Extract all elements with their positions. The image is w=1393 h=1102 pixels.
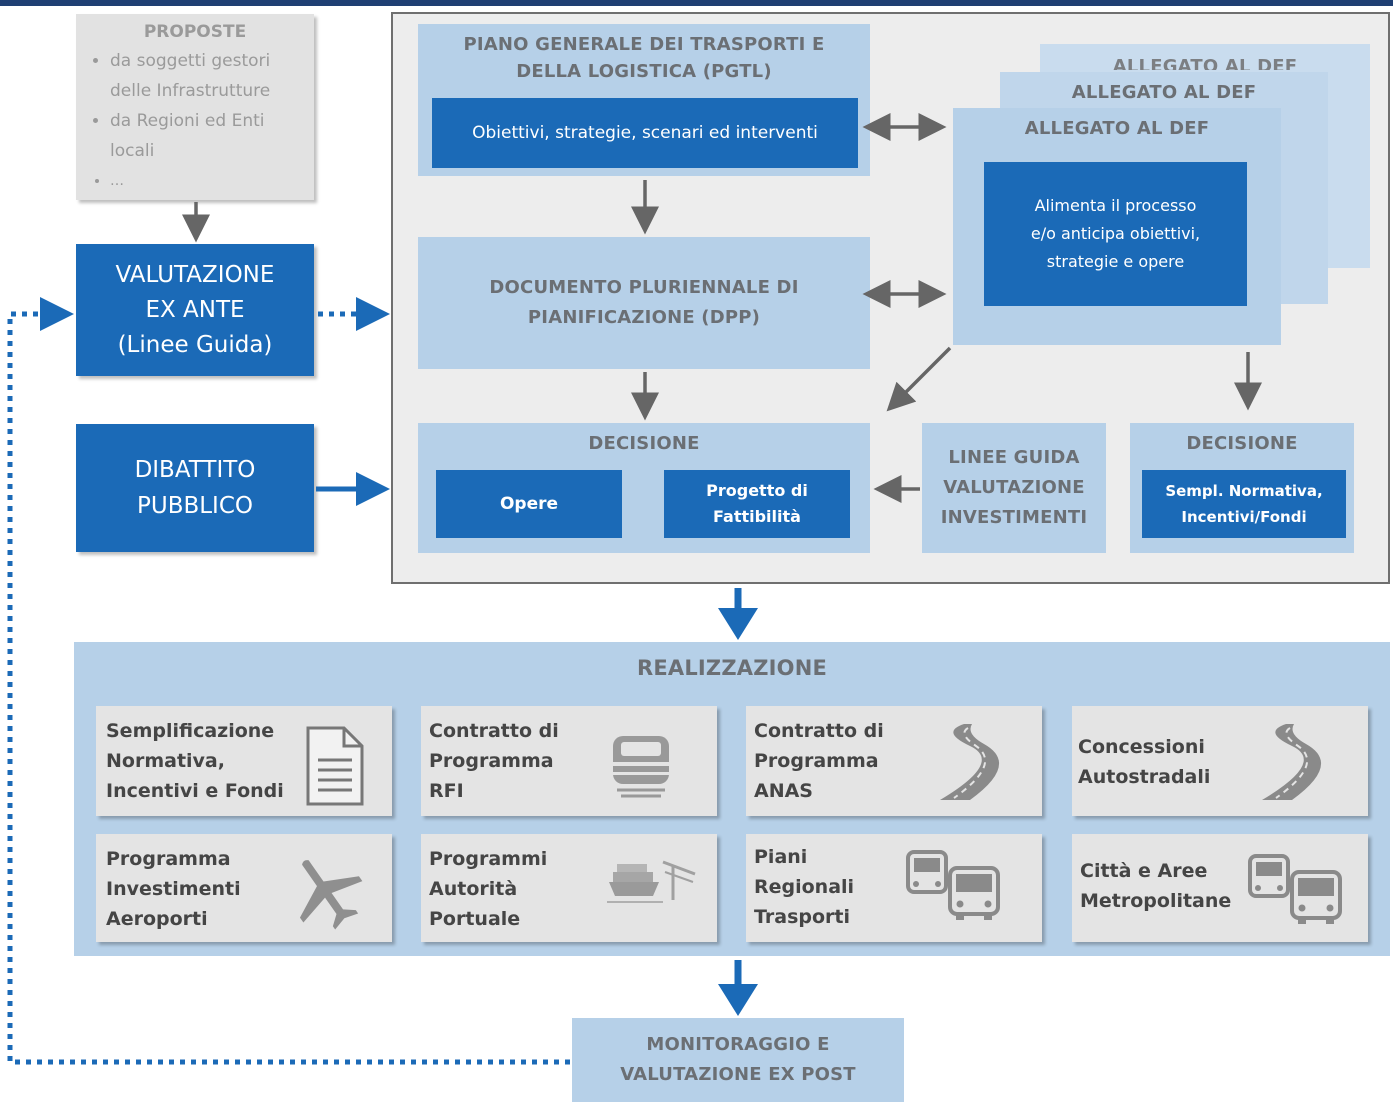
card-concessioni: Concessioni Autostradali [1072, 706, 1368, 816]
monitoraggio-line1: MONITORAGGIO E [646, 1034, 830, 1055]
card-line: Regionali [754, 876, 855, 898]
ship-icon [607, 860, 696, 903]
card-line: Metropolitane [1080, 890, 1232, 912]
opere-text: Opere [499, 494, 559, 514]
linee-guida-line1: LINEE GUIDA [948, 447, 1080, 468]
opere-box: Opere [436, 470, 622, 538]
dpp-line2: PIANIFICAZIONE (DPP) [527, 307, 761, 328]
card-line: Programmi [429, 848, 548, 870]
allegato-inner-line1: Alimenta il processo [1034, 196, 1197, 215]
road-icon [940, 724, 1000, 800]
card-contratto-rfi: Contratto di Programma RFI [421, 706, 717, 816]
card-line: ANAS [754, 780, 813, 802]
arrow-realizzazione-monitoraggio-head [718, 984, 758, 1016]
feedback-loop-head [40, 297, 74, 331]
pgtl-objectives-box: Obiettivi, strategie, scenari ed interve… [432, 98, 858, 168]
arrow-allegato-decisione [886, 346, 952, 412]
linee-guida-box: LINEE GUIDA VALUTAZIONE INVESTIMENTI [922, 423, 1106, 553]
card-line: Aeroporti [106, 908, 208, 930]
card-citta-metropolitane: Città e Aree Metropolitane [1072, 834, 1368, 942]
proposte-item: da Regioni ed Enti locali [110, 106, 314, 166]
arrow-dibattito-head [356, 472, 390, 506]
valutazione-line1: VALUTAZIONE [115, 261, 275, 288]
top-bar [0, 0, 1393, 6]
airplane-icon [299, 860, 363, 930]
card-line: Contratto di [754, 720, 884, 742]
monitoraggio-line2: VALUTAZIONE EX POST [620, 1064, 856, 1085]
card-line: Autorità [429, 878, 518, 900]
card-contratto-anas: Contratto di Programma ANAS [746, 706, 1042, 816]
proposte-title: PROPOSTE [143, 22, 247, 42]
dpp-box: DOCUMENTO PLURIENNALE DI PIANIFICAZIONE … [418, 237, 870, 369]
progetto-line2: Fattibilità [713, 507, 801, 526]
pgtl-objectives-text: Obiettivi, strategie, scenari ed interve… [472, 123, 818, 143]
card-line: RFI [429, 780, 464, 802]
allegato-inner-line2: e/o anticipa obiettivi, [1030, 224, 1201, 243]
card-line: Città e Aree [1080, 860, 1208, 882]
proposte-item: da soggetti gestori delle Infrastrutture [110, 46, 314, 106]
card-aeroporti: Programma Investimenti Aeroporti [96, 834, 392, 942]
dpp-line1: DOCUMENTO PLURIENNALE DI [489, 277, 799, 298]
proposte-box: PROPOSTE da soggetti gestori delle Infra… [76, 14, 314, 200]
card-line: Piani [754, 846, 808, 868]
card-line: Semplificazione [106, 720, 275, 742]
dotted-valutazione-head [356, 297, 390, 331]
valutazione-line3: (Linee Guida) [117, 331, 273, 358]
monitoraggio-box: MONITORAGGIO E VALUTAZIONE EX POST [572, 1018, 904, 1102]
dibattito-pubblico-box: DIBATTITO PUBBLICO [76, 424, 314, 552]
allegato-front-title: ALLEGATO AL DEF [1024, 118, 1210, 139]
realizzazione-title: REALIZZAZIONE [636, 656, 828, 680]
card-line: Trasporti [754, 906, 850, 928]
card-line: Normativa, [106, 750, 225, 772]
card-line: Contratto di [429, 720, 559, 742]
bus-icon [906, 850, 1000, 920]
sempl-normativa-box: Sempl. Normativa, Incentivi/Fondi [1142, 470, 1346, 538]
progetto-fattibilita-box: Progetto di Fattibilità [664, 470, 850, 538]
card-line: Concessioni [1078, 736, 1205, 758]
card-line: Autostradali [1078, 766, 1211, 788]
sempl-line2: Incentivi/Fondi [1181, 508, 1307, 526]
allegato-inner-box: Alimenta il processo e/o anticipa obiett… [984, 162, 1247, 306]
card-autorita-portuale: Programmi Autorità Portuale [421, 834, 717, 942]
feedback-dotted-loop [7, 311, 570, 1065]
allegato-mid-title: ALLEGATO AL DEF [1071, 82, 1257, 103]
allegato-back-title: ALLEGATO AL DEF [1112, 56, 1298, 70]
document-icon [306, 726, 364, 806]
card-piani-regionali: Piani Regionali Trasporti [746, 834, 1042, 942]
proposte-item: … [110, 166, 314, 196]
dibattito-line2: PUBBLICO [136, 493, 254, 519]
progetto-line1: Progetto di [706, 481, 808, 500]
valutazione-line2: EX ANTE [145, 296, 245, 323]
allegato-inner-line3: strategie e opere [1046, 252, 1185, 271]
decisione-title: DECISIONE [588, 433, 700, 454]
train-icon [613, 736, 669, 798]
linee-guida-line3: INVESTIMENTI [940, 507, 1088, 528]
card-line: Portuale [429, 908, 521, 930]
bus-icon [1248, 854, 1342, 924]
card-semplificazione: Semplificazione Normativa, Incentivi e F… [96, 706, 392, 816]
pgtl-title-line2: DELLA LOGISTICA (PGTL) [516, 61, 772, 82]
card-line: Investimenti [106, 878, 241, 900]
decisione-right-title: DECISIONE [1186, 433, 1298, 454]
valutazione-ex-ante-box: VALUTAZIONE EX ANTE (Linee Guida) [76, 244, 314, 376]
card-line: Programma [106, 848, 231, 870]
card-line: Programma [754, 750, 879, 772]
proposte-list: da soggetti gestori delle Infrastrutture… [76, 46, 314, 196]
road-icon [1262, 724, 1322, 800]
sempl-line1: Sempl. Normativa, [1165, 482, 1323, 500]
card-line: Programma [429, 750, 554, 772]
card-line: Incentivi e Fondi [106, 780, 284, 802]
pgtl-title-line1: PIANO GENERALE DEI TRASPORTI E [463, 34, 825, 55]
dibattito-line1: DIBATTITO [134, 457, 256, 483]
arrow-frame-realizzazione-head [718, 608, 758, 640]
linee-guida-line2: VALUTAZIONE [943, 477, 1085, 498]
